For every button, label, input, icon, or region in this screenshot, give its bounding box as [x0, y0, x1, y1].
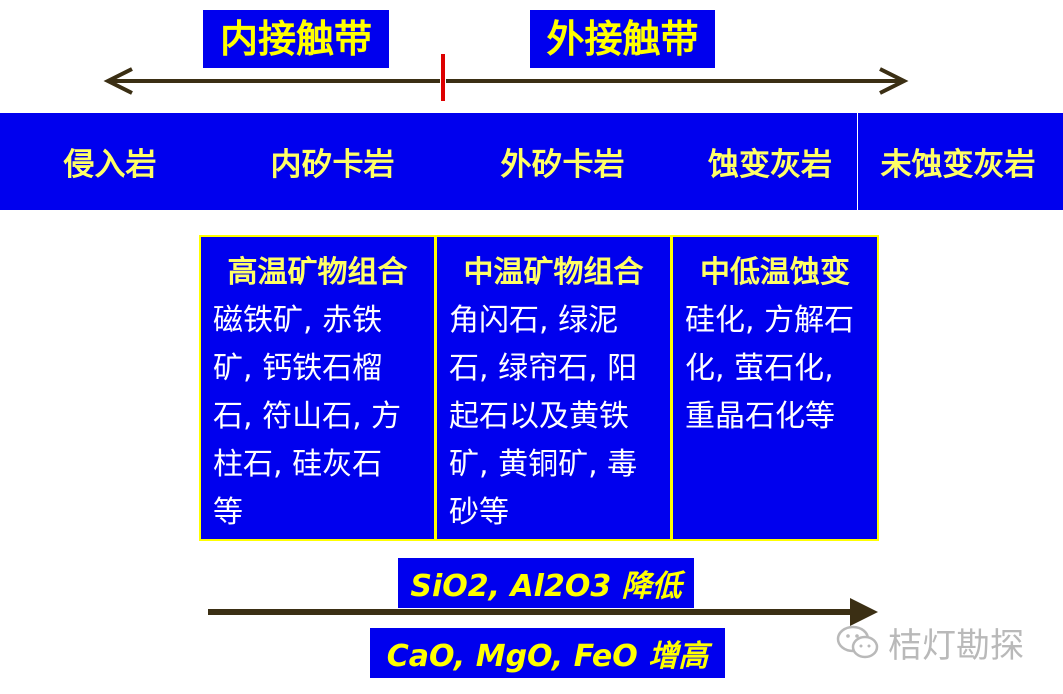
outer-contact-zone-label: 外接触带 [530, 10, 715, 68]
contact-double-arrow [103, 67, 909, 95]
assemblage-title: 中温矿物组合 [463, 255, 644, 290]
mineral-line: 起石以及黄铁 [449, 399, 629, 434]
assemblage-medium-temperature: 中温矿物组合 角闪石, 绿泥 石, 绿帘石, 阳 起石以及黄铁 矿, 黄铜矿, … [435, 235, 672, 541]
mineral-line: 化, 萤石化, [685, 351, 834, 386]
zone-inner-skarn: 内矽卡岩 [270, 147, 395, 183]
watermark: 桔灯勘探 [836, 618, 1024, 667]
watermark-text: 桔灯勘探 [888, 626, 1024, 666]
mineral-line: 石, 符山石, 方 [213, 399, 402, 434]
mineral-line: 等 [213, 495, 243, 530]
assemblage-minerals: 硅化, 方解石 化, 萤石化, 重晶石化等 [685, 297, 867, 441]
assemblage-low-medium-alteration: 中低温蚀变 硅化, 方解石 化, 萤石化, 重晶石化等 [671, 235, 879, 541]
mineral-line: 磁铁矿, 赤铁 [213, 303, 383, 338]
assemblage-high-temperature: 高温矿物组合 磁铁矿, 赤铁 矿, 钙铁石榴 石, 符山石, 方 柱石, 硅灰石… [199, 235, 436, 541]
inner-contact-zone-label: 内接触带 [203, 10, 389, 68]
assemblage-minerals: 角闪石, 绿泥 石, 绿帘石, 阳 起石以及黄铁 矿, 黄铜矿, 毒 砂等 [449, 297, 660, 537]
mineral-line: 石, 绿帘石, 阳 [449, 351, 638, 386]
trend-decrease-label: SiO2, Al2O3 降低 [398, 558, 694, 608]
trend-increase-label: CaO, MgO, FeO 增高 [370, 628, 725, 678]
zone-outer-skarn: 外矽卡岩 [500, 147, 625, 183]
chat-bubbles-icon [836, 625, 879, 658]
mineral-line: 矿, 黄铜矿, 毒 [449, 447, 638, 482]
mineral-line: 矿, 钙铁石榴 [213, 351, 383, 386]
mineral-line: 重晶石化等 [685, 399, 835, 434]
assemblage-title: 高温矿物组合 [227, 255, 408, 290]
zone-altered-limestone: 蚀变灰岩 [708, 147, 832, 183]
mineral-line: 硅化, 方解石 [685, 303, 855, 338]
mineral-line: 砂等 [449, 495, 509, 530]
mineral-line: 角闪石, 绿泥 [449, 303, 619, 338]
zone-unaltered-limestone: 未蚀变灰岩 [880, 147, 1036, 183]
mineral-line: 柱石, 硅灰石 [213, 447, 383, 482]
zone-intrusive-rock: 侵入岩 [63, 147, 157, 183]
assemblage-title: 中低温蚀变 [700, 255, 850, 290]
zone-band [0, 113, 1063, 210]
zone-divider [857, 113, 858, 210]
assemblage-minerals: 磁铁矿, 赤铁 矿, 钙铁石榴 石, 符山石, 方 柱石, 硅灰石 等 [213, 297, 424, 537]
